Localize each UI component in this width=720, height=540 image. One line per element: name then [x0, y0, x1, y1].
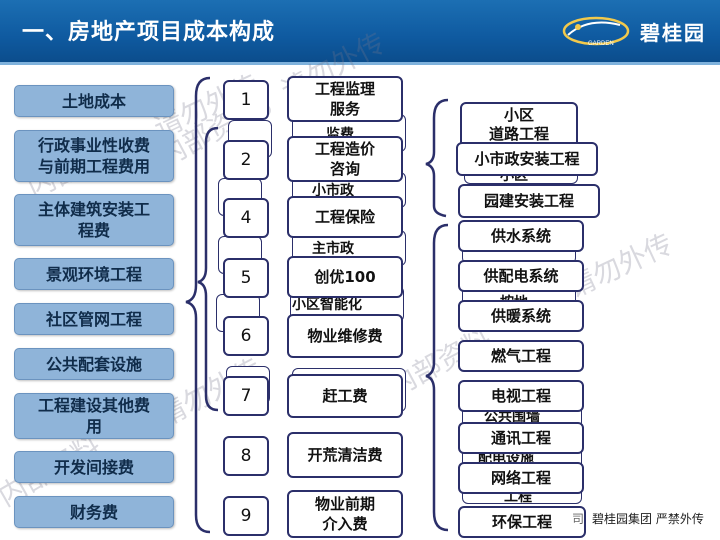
category-public-facilities[interactable]: 公共配套设施: [14, 348, 174, 380]
middle-item-rush-fee[interactable]: 赶工费: [287, 374, 403, 418]
header-bar: [0, 0, 720, 62]
category-admin-fees[interactable]: 行政事业性收费 与前期工程费用: [14, 130, 174, 182]
middle-item-label: 物业前期 介入费: [314, 495, 375, 533]
number-box[interactable]: 5: [223, 258, 269, 298]
right-item-label: 通讯工程: [490, 428, 551, 447]
right-item-label: 网络工程: [490, 468, 551, 487]
right-item-label: 环保工程: [491, 512, 552, 531]
category-building-install[interactable]: 主体建筑安装工 程费: [14, 194, 174, 246]
right-item-network[interactable]: 网络工程: [458, 462, 584, 494]
middle-item-label: 物业维修费: [307, 327, 383, 345]
right-item-power[interactable]: 供配电系统: [458, 260, 584, 292]
footer-text: 碧桂园集团 严禁外传: [592, 512, 704, 526]
right-item-label: 供水系统: [490, 226, 551, 245]
right-item-gas[interactable]: 燃气工程: [458, 340, 584, 372]
right-item-label: 小市政安装工程: [474, 149, 580, 168]
right-item-telecom[interactable]: 通讯工程: [458, 422, 584, 454]
number-box[interactable]: 8: [223, 436, 269, 476]
number-box[interactable]: 1: [223, 80, 269, 120]
right-item-heating[interactable]: 供暖系统: [458, 300, 584, 332]
middle-item-label: 工程监理 服务: [314, 80, 375, 118]
number-box[interactable]: 4: [223, 198, 269, 238]
header-divider: [0, 62, 720, 65]
middle-item-label: 工程保险: [314, 208, 375, 226]
number-box[interactable]: 2: [223, 140, 269, 180]
right-item-environmental[interactable]: 环保工程: [458, 506, 586, 538]
brand-emblem-icon: GARDEN: [562, 16, 630, 47]
category-label: 工程建设其他费 用: [37, 396, 150, 436]
category-label: 公共配套设施: [45, 354, 142, 374]
middle-item-cost-consulting[interactable]: 工程造价 咨询: [287, 136, 403, 182]
category-label: 行政事业性收费 与前期工程费用: [37, 136, 150, 176]
middle-item-excellence[interactable]: 创优100: [287, 256, 403, 298]
page-title: 一、房地产项目成本构成: [22, 20, 276, 45]
category-label: 土地成本: [61, 91, 126, 111]
category-label: 社区管网工程: [45, 309, 142, 329]
right-item-label: 园建安装工程: [483, 191, 574, 210]
right-item-garden[interactable]: 园建安装工程: [458, 184, 600, 218]
middle-item-label: 创优100: [314, 268, 376, 286]
middle-item-label: 赶工费: [322, 387, 368, 405]
number-box[interactable]: 7: [223, 376, 269, 416]
middle-item-supervision[interactable]: 工程监理 服务: [287, 76, 403, 122]
category-indirect-costs[interactable]: 开发间接费: [14, 451, 174, 483]
middle-item-maintenance[interactable]: 物业维修费: [287, 314, 403, 358]
middle-item-label: 开荒清洁费: [307, 446, 383, 464]
right-item-tv[interactable]: 电视工程: [458, 380, 584, 412]
category-landscape[interactable]: 景观环境工程: [14, 258, 174, 290]
right-item-label: 供配电系统: [483, 266, 559, 285]
category-pipe-network[interactable]: 社区管网工程: [14, 303, 174, 335]
partial-label: 小市政: [312, 183, 354, 199]
right-item-water[interactable]: 供水系统: [458, 220, 584, 252]
middle-item-label: 工程造价 咨询: [314, 140, 375, 178]
category-land-cost[interactable]: 土地成本: [14, 85, 174, 117]
right-item-municipal[interactable]: 小市政安装工程: [456, 142, 598, 176]
brand-en-text: GARDEN: [588, 41, 614, 47]
partial-label: 小区智能化: [292, 297, 362, 313]
category-finance-cost[interactable]: 财务费: [14, 496, 174, 528]
partial-label: 公共围墙: [484, 409, 540, 425]
middle-item-early-property[interactable]: 物业前期 介入费: [287, 490, 403, 538]
right-item-label: 电视工程: [490, 386, 551, 405]
brand-logo: GARDEN 碧桂园: [558, 10, 706, 52]
right-item-label: 小区 道路工程: [488, 106, 549, 143]
category-label: 主体建筑安装工 程费: [37, 200, 150, 240]
number-box[interactable]: 6: [223, 316, 269, 356]
category-other-costs[interactable]: 工程建设其他费 用: [14, 393, 174, 439]
category-label: 景观环境工程: [45, 264, 142, 284]
right-item-label: 燃气工程: [490, 346, 551, 365]
right-item-label: 供暖系统: [490, 306, 551, 325]
category-label: 开发间接费: [53, 457, 134, 477]
category-label: 财务费: [69, 502, 118, 522]
partial-label: 主市政: [312, 241, 354, 257]
brand-name: 碧桂园: [640, 20, 706, 45]
middle-item-cleaning[interactable]: 开荒清洁费: [287, 432, 403, 478]
footer-prefix: 司: [572, 512, 585, 526]
middle-item-insurance[interactable]: 工程保险: [287, 196, 403, 238]
number-box[interactable]: 9: [223, 496, 269, 536]
